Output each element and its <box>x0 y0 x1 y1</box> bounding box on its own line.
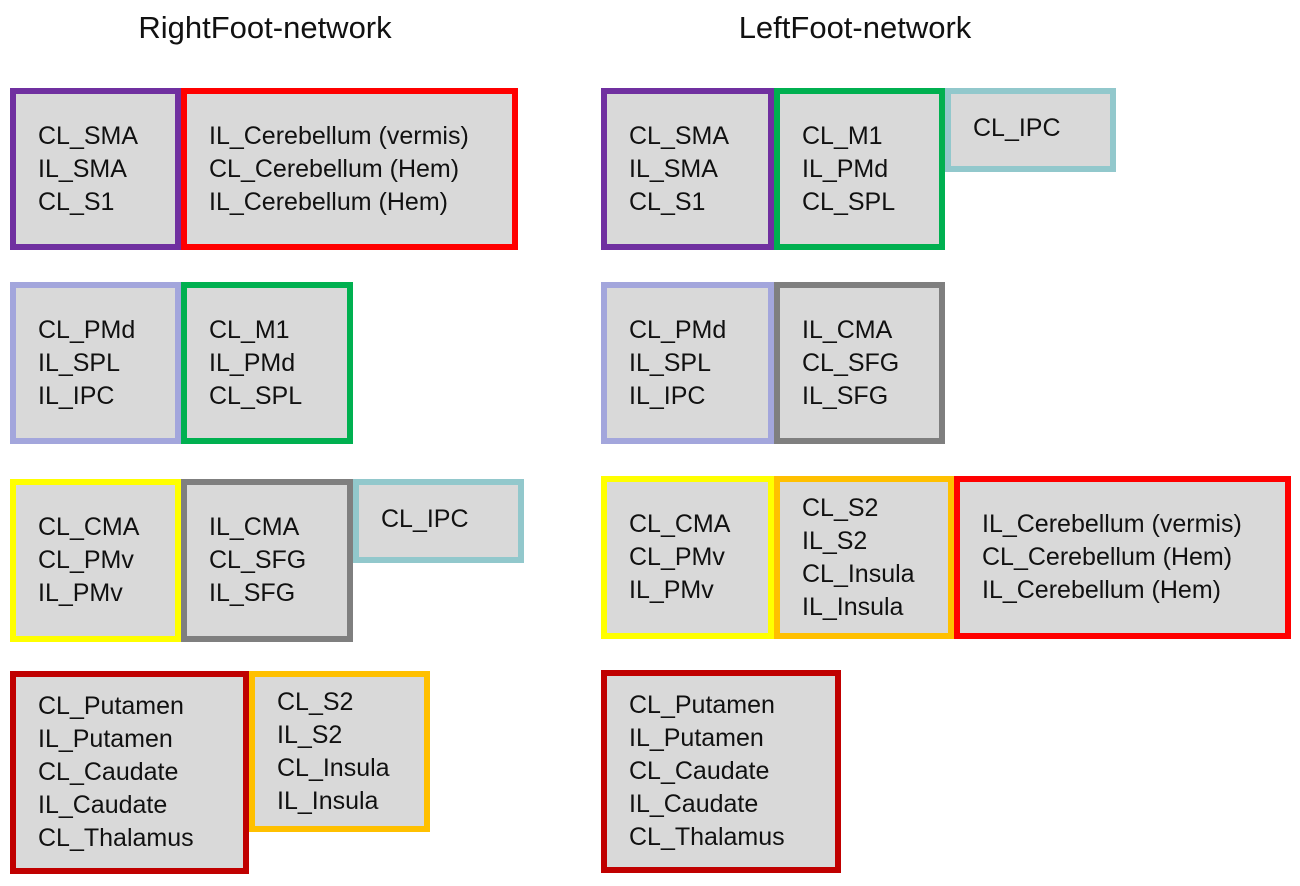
left-network-light-blue-region-box: CL_IPC <box>945 88 1116 172</box>
region-label-cl-putamen: CL_Putamen <box>38 692 184 720</box>
region-label-il-cerebellum-vermis: IL_Cerebellum (vermis) <box>209 121 469 150</box>
region-label-il-ipc: IL_IPC <box>38 381 115 410</box>
region-label-cl-m1: CL_M1 <box>802 121 883 150</box>
region-label-il-ipc: IL_IPC <box>629 381 706 410</box>
region-label-cl-sfg: CL_SFG <box>802 348 900 377</box>
right-network-red-region-box: IL_Cerebellum (vermis) CL_Cerebellum (Hem… <box>181 88 518 250</box>
region-label-il-cerebellum-hem: IL_Cerebellum (Hem) <box>209 187 448 216</box>
region-label-il-spl: IL_SPL <box>629 348 712 377</box>
right-network-purple-region-box: CL_SMA IL_SMA CL_S1 <box>10 88 181 250</box>
region-label-cl-s1: CL_S1 <box>629 187 706 216</box>
region-label-cl-pmd: CL_PMd <box>38 315 136 344</box>
region-label-cl-pmv: CL_PMv <box>38 546 134 574</box>
region-label-il-caudate: IL_Caudate <box>38 791 168 819</box>
region-label-il-cma: IL_CMA <box>802 315 893 344</box>
region-label-cl-spl: CL_SPL <box>802 187 896 216</box>
region-label-cl-pmd: CL_PMd <box>629 315 727 344</box>
right-network-light-blue-region-box: CL_IPC <box>353 479 524 563</box>
region-label-il-cerebellum-hem: IL_Cerebellum (Hem) <box>982 576 1221 604</box>
region-label-il-sma: IL_SMA <box>38 154 127 183</box>
region-label-cl-ipc: CL_IPC <box>381 505 469 533</box>
region-label-cl-sfg: CL_SFG <box>209 546 307 574</box>
region-label-cl-insula: CL_Insula <box>802 559 915 588</box>
region-label-cl-thalamus: CL_Thalamus <box>38 824 194 852</box>
region-label-cl-cma: CL_CMA <box>38 513 140 541</box>
region-label-il-s2: IL_S2 <box>277 720 343 749</box>
region-label-cl-putamen: CL_Putamen <box>629 691 775 719</box>
region-label-il-sfg: IL_SFG <box>802 381 889 410</box>
right-network-gray-region-box: IL_CMA CL_SFG IL_SFG <box>181 479 353 642</box>
region-label-il-insula: IL_Insula <box>802 592 904 621</box>
region-label-cl-cerebellum-hem: CL_Cerebellum (Hem) <box>209 154 460 183</box>
region-label-cl-ipc: CL_IPC <box>973 114 1061 142</box>
left-network-red-region-box: IL_Cerebellum (vermis) CL_Cerebellum (Hem… <box>954 476 1291 639</box>
region-label-il-pmd: IL_PMd <box>209 348 296 377</box>
region-label-il-cerebellum-vermis: IL_Cerebellum (vermis) <box>982 510 1242 538</box>
region-label-cl-sma: CL_SMA <box>38 121 139 150</box>
region-label-cl-spl: CL_SPL <box>209 381 303 410</box>
region-label-cl-cerebellum-hem: CL_Cerebellum (Hem) <box>982 543 1233 571</box>
left-foot-network-title: LeftFoot-network <box>738 10 972 45</box>
region-label-il-putamen: IL_Putamen <box>629 724 764 752</box>
region-label-il-insula: IL_Insula <box>277 786 379 815</box>
region-label-cl-cma: CL_CMA <box>629 510 731 538</box>
region-label-cl-insula: CL_Insula <box>277 753 390 782</box>
region-label-il-pmv: IL_PMv <box>629 576 714 604</box>
region-label-cl-caudate: CL_Caudate <box>38 758 179 786</box>
region-label-il-putamen: IL_Putamen <box>38 725 173 753</box>
region-label-cl-s2: CL_S2 <box>802 493 879 522</box>
region-label-il-cma: IL_CMA <box>209 513 300 541</box>
region-label-il-caudate: IL_Caudate <box>629 790 759 818</box>
region-label-cl-caudate: CL_Caudate <box>629 757 770 785</box>
region-label-il-pmd: IL_PMd <box>802 154 889 183</box>
region-label-cl-s1: CL_S1 <box>38 187 115 216</box>
region-label-cl-thalamus: CL_Thalamus <box>629 823 785 851</box>
region-label-il-sfg: IL_SFG <box>209 579 296 607</box>
region-label-cl-s2: CL_S2 <box>277 687 354 716</box>
region-label-il-sma: IL_SMA <box>629 154 718 183</box>
right-foot-network-title: RightFoot-network <box>138 10 392 45</box>
region-label-cl-sma: CL_SMA <box>629 121 730 150</box>
region-label-il-s2: IL_S2 <box>802 526 868 555</box>
region-label-cl-pmv: CL_PMv <box>629 543 725 571</box>
region-label-il-spl: IL_SPL <box>38 348 121 377</box>
left-network-purple-region-box: CL_SMA IL_SMA CL_S1 <box>601 88 774 250</box>
region-label-il-pmv: IL_PMv <box>38 579 123 607</box>
left-network-gray-region-box: IL_CMA CL_SFG IL_SFG <box>774 282 945 444</box>
region-label-cl-m1: CL_M1 <box>209 315 290 344</box>
